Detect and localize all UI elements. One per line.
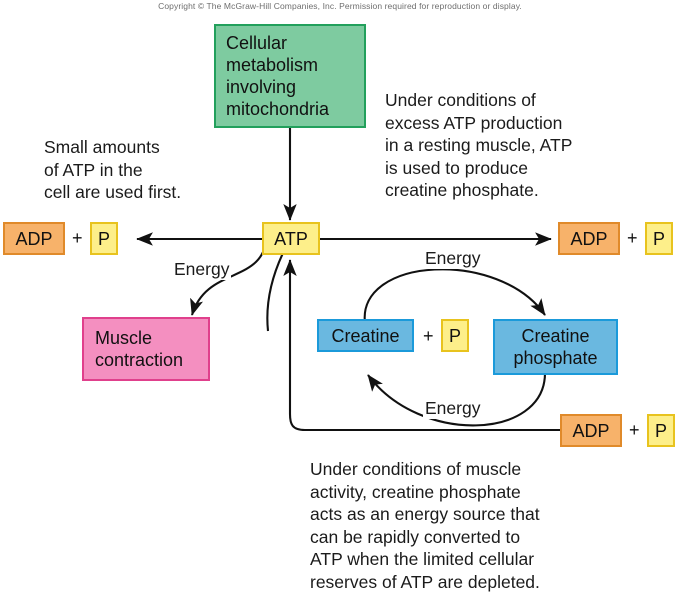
copyright-notice: Copyright © The McGraw-Hill Companies, I… — [158, 1, 522, 11]
note-small-amounts-atp: Small amounts of ATP in the cell are use… — [44, 137, 182, 203]
node-adp-left-label: ADP — [15, 228, 53, 249]
node-adp-right: ADP — [558, 222, 620, 255]
node-atp: ATP — [262, 222, 320, 255]
node-creatine: Creatine — [317, 319, 414, 352]
note-excess-atp-production: Under conditions of excess ATP productio… — [385, 90, 573, 201]
node-adp-bottom-label: ADP — [572, 420, 610, 441]
node-creatine-phosphate-label: Creatine phosphate — [513, 326, 598, 368]
node-phosphate-creatine: P — [441, 319, 469, 352]
label-energy-bottom: Energy — [423, 398, 483, 419]
arrow-creatine-to-creatine-phosphate — [363, 268, 546, 324]
node-phosphate-left-label: P — [97, 228, 110, 249]
node-creatine-label: Creatine — [331, 325, 400, 346]
label-energy-muscle: Energy — [172, 259, 232, 280]
line-muscle-energy-return — [266, 242, 289, 332]
node-phosphate-left: P — [90, 222, 118, 255]
node-muscle-contraction: Muscle contraction — [82, 317, 210, 381]
note-muscle-activity: Under conditions of muscle activity, cre… — [310, 459, 540, 592]
node-phosphate-bottom: P — [647, 414, 675, 447]
operator-plus-left: + — [72, 228, 83, 248]
label-energy-top: Energy — [423, 248, 483, 269]
node-phosphate-bottom-label: P — [654, 420, 667, 441]
node-atp-label: ATP — [274, 228, 308, 249]
node-cellular-metabolism: Cellular metabolism involving mitochondr… — [214, 24, 366, 128]
node-phosphate-right-label: P — [652, 228, 665, 249]
operator-plus-creatine: + — [423, 326, 434, 346]
node-adp-left: ADP — [3, 222, 65, 255]
node-phosphate-right: P — [645, 222, 673, 255]
node-creatine-phosphate: Creatine phosphate — [493, 319, 618, 375]
node-cellular-metabolism-label: Cellular metabolism involving mitochondr… — [226, 33, 330, 119]
node-adp-bottom: ADP — [560, 414, 622, 447]
operator-plus-bottom: + — [629, 420, 640, 440]
operator-plus-right: + — [627, 228, 638, 248]
node-phosphate-creatine-label: P — [448, 325, 461, 346]
node-muscle-contraction-label: Muscle contraction — [95, 328, 184, 370]
node-adp-right-label: ADP — [570, 228, 608, 249]
